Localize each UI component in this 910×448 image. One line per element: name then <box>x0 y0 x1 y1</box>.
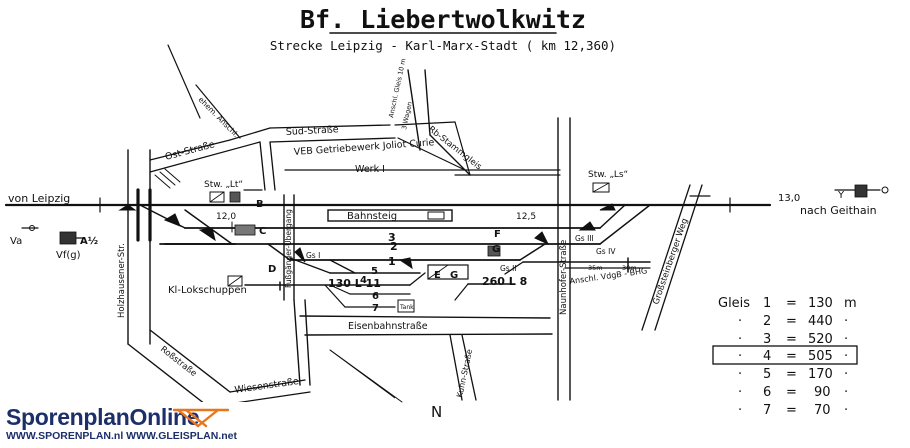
label-d: D <box>268 264 276 275</box>
label-gs1: Gs I <box>306 251 320 260</box>
track-number-7: 7 <box>372 303 379 314</box>
street-holzhausener: Holzhausener-Str. <box>117 243 127 318</box>
svg-text:·: · <box>738 349 742 364</box>
table-header: Gleis <box>718 296 750 311</box>
street-naunhofer: Naunhofer-Straße <box>559 240 569 315</box>
label-kl-lokschuppen: Kl-Lokschuppen <box>168 285 247 296</box>
street-wiesen: Wiesenstraße <box>234 376 300 396</box>
table-row-3-unit: · <box>844 332 848 347</box>
svg-text:=: = <box>786 367 797 382</box>
table-row-1-unit: m <box>844 296 857 311</box>
table-row-6-len: 90 <box>814 385 831 400</box>
label-30m: 30m <box>622 264 637 272</box>
label-north: N <box>431 403 442 421</box>
track-number-3: 3 <box>388 231 396 244</box>
label-wagen: 3 Wagen <box>400 101 414 130</box>
street-eisenbahn: Eisenbahnstraße <box>348 321 428 332</box>
svg-text:=: = <box>786 332 797 347</box>
sporenplan-logo[interactable]: SporenplanOnline WWW.SPORENPLAN.nl WWW.G… <box>0 402 246 444</box>
table-row-5-unit: · <box>844 367 848 382</box>
page-subtitle: Strecke Leipzig - Karl-Marx-Stadt ( km 1… <box>270 38 616 53</box>
label-von-leipzig: von Leipzig <box>8 192 70 205</box>
label-b: B <box>256 199 264 210</box>
svg-text:·: · <box>738 403 742 418</box>
table-row-7-unit: · <box>844 403 848 418</box>
svg-text:=: = <box>786 349 797 364</box>
table-row-2-unit: · <box>844 314 848 329</box>
page-title: Bf. Liebertwolkwitz <box>300 5 586 34</box>
label-stw-lt: Stw. „Lt“ <box>204 180 243 190</box>
logo-name: SporenplanOnline <box>6 404 200 430</box>
table-row-3-gleis: 3 <box>763 332 771 347</box>
label-gs2: Gs II <box>500 264 517 273</box>
label-a12: A½ <box>80 236 98 247</box>
table-row-4-gleis: 4 <box>763 349 771 364</box>
table-row-6-gleis: 6 <box>763 385 771 400</box>
svg-text:·: · <box>738 332 742 347</box>
table-row-2-gleis: 2 <box>763 314 771 329</box>
label-c: C <box>259 226 266 237</box>
platform <box>327 209 453 222</box>
label-260l8: 260 L 8 <box>482 275 527 288</box>
street-grossbothener: Großsteinberger Weg <box>651 217 690 306</box>
label-va: Va <box>10 236 22 247</box>
svg-text:=: = <box>786 403 797 418</box>
table-row-4-len: 505 <box>808 349 833 364</box>
label-gs4: Gs IV <box>596 247 616 256</box>
label-bahnsteig: Bahnsteig <box>347 211 397 222</box>
table-highlight-row <box>712 345 858 365</box>
track-number-4: 4 <box>360 275 367 286</box>
street-ost: Ost-Straße <box>164 139 216 163</box>
track-number-2: 2 <box>390 240 398 253</box>
table-row-3-len: 520 <box>808 332 833 347</box>
table-row-7-len: 70 <box>814 403 831 418</box>
street-ross: Roßstraße <box>158 344 198 378</box>
label-35m: 35m <box>588 264 603 272</box>
svg-text:·: · <box>738 314 742 329</box>
label-130l11: 130 L 11 <box>328 277 381 290</box>
svg-text:·: · <box>738 385 742 400</box>
track-number-5: 5 <box>371 266 378 277</box>
label-werk: Werk I <box>355 164 385 175</box>
label-speed-right: 12,5 <box>516 212 536 222</box>
label-gs3: Gs III <box>575 234 594 243</box>
street-fussgaenger: Fußgänger-Übergang <box>284 209 293 288</box>
gleis-length-table: Gleis 1 = 130 m · 2 = 440 · · 3 = 520 · … <box>718 296 857 418</box>
street-sued: Süd-Straße <box>286 124 339 138</box>
label-nach-geithain: nach Geithain <box>800 204 877 217</box>
street-kuhn: Kuhn-Straße <box>455 348 474 398</box>
logo-urls: WWW.SPORENPLAN.nl WWW.GLEISPLAN.net <box>6 430 237 442</box>
table-row-5-gleis: 5 <box>763 367 771 382</box>
label-anschl-left: ehem. Anschl. <box>197 95 241 139</box>
label-tank: Tank <box>399 304 414 311</box>
label-vfg: Vf(g) <box>56 250 81 261</box>
label-km: 13,0 <box>778 193 800 204</box>
track-number-6: 6 <box>372 291 379 302</box>
table-row-6-unit: · <box>844 385 848 400</box>
table-row-5-len: 170 <box>808 367 833 382</box>
table-row-1-gleis: 1 <box>763 296 771 311</box>
label-e: E <box>434 270 441 281</box>
table-row-1-len: 130 <box>808 296 833 311</box>
table-row-4-unit: · <box>844 349 848 364</box>
label-stw-ls: Stw. „Ls“ <box>588 170 628 180</box>
svg-text:=: = <box>786 296 797 311</box>
rail-switch-icon <box>172 408 230 428</box>
svg-text:=: = <box>786 314 797 329</box>
label-g: G <box>492 244 500 255</box>
table-row-7-gleis: 7 <box>763 403 771 418</box>
track-number-1: 1 <box>388 255 396 268</box>
svg-text:=: = <box>786 385 797 400</box>
label-y: Y <box>837 190 845 201</box>
label-f: F <box>494 229 501 240</box>
table-row-2-len: 440 <box>808 314 833 329</box>
svg-text:·: · <box>738 367 742 382</box>
label-speed-left: 12,0 <box>216 212 236 222</box>
label-g2: G <box>450 270 458 281</box>
